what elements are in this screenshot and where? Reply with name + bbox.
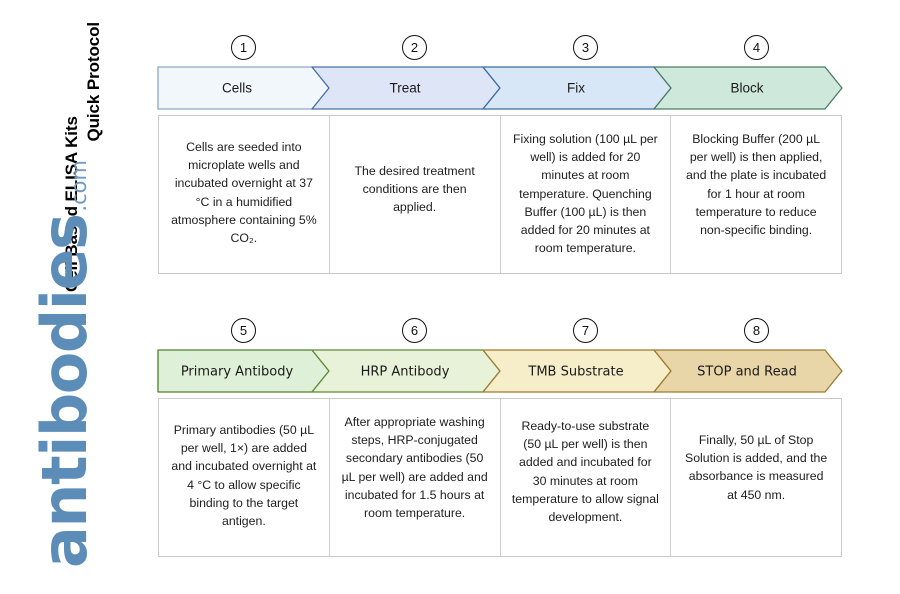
step-number-cell: 8 (671, 313, 842, 343)
step-description-cell: The desired treatment conditions are the… (330, 116, 501, 273)
arrow-label-5: Primary Antibody (181, 365, 294, 380)
step-number-badge-4: 4 (744, 35, 769, 60)
step-number-badge-1: 1 (231, 35, 256, 60)
step-number-badge-2: 2 (402, 35, 427, 60)
arrow-label-4: Block (730, 81, 763, 96)
step-description-1: Cells are seeded into microplate wells a… (171, 140, 317, 245)
description-table-2: Primary antibodies (50 µL per well, 1×) … (158, 398, 842, 557)
arrow-label-7: TMB Substrate (527, 365, 623, 380)
antibodies-logo: antibodies .com (28, 160, 120, 568)
arrow-label-3: Fix (567, 81, 585, 96)
step-description-cell: Ready-to-use substrate (50 µL per well) … (501, 399, 672, 556)
step-description-6: After appropriate washing steps, HRP-con… (341, 415, 488, 520)
step-number-cell: 4 (671, 30, 842, 60)
step-description-cell: Primary antibodies (50 µL per well, 1×) … (159, 399, 330, 556)
protocol-row-1: 1 2 3 4 Cells Treat (157, 30, 843, 274)
arrow-chevron-1[interactable]: Cells (157, 66, 330, 110)
arrow-band-1: Cells Treat Fix Block (157, 66, 843, 110)
step-number-strip-1: 1 2 3 4 (158, 30, 842, 60)
step-description-7: Ready-to-use substrate (50 µL per well) … (511, 419, 659, 524)
protocol-row-2: 5 6 7 8 Primary Antibody HRP Antibody (157, 313, 843, 557)
logo-wordmark: antibodies (28, 214, 101, 568)
logo-tld: .com (67, 160, 91, 212)
step-description-cell: Blocking Buffer (200 µL per well) is the… (671, 116, 841, 273)
step-number-cell: 6 (329, 313, 500, 343)
step-number-strip-2: 5 6 7 8 (158, 313, 842, 343)
arrow-chevron-3[interactable]: Fix (482, 66, 672, 110)
step-description-cell: Cells are seeded into microplate wells a… (159, 116, 330, 273)
step-number-cell: 7 (500, 313, 671, 343)
step-description-cell: Finally, 50 µL of Stop Solution is added… (671, 399, 841, 556)
arrow-label-1: Cells (222, 81, 252, 96)
arrow-chevron-4[interactable]: Block (653, 66, 843, 110)
step-number-badge-7: 7 (573, 318, 598, 343)
page-title-line-2: Quick Protocol (84, 22, 103, 142)
step-number-badge-6: 6 (402, 318, 427, 343)
step-number-badge-3: 3 (573, 35, 598, 60)
arrow-chevron-6[interactable]: HRP Antibody (311, 349, 501, 393)
step-description-5: Primary antibodies (50 µL per well, 1×) … (171, 423, 317, 528)
step-description-cell: After appropriate washing steps, HRP-con… (330, 399, 501, 556)
description-table-1: Cells are seeded into microplate wells a… (158, 115, 842, 274)
arrow-label-2: Treat (389, 81, 420, 96)
step-number-cell: 1 (158, 30, 329, 60)
arrow-chevron-8[interactable]: STOP and Read (653, 349, 843, 393)
step-description-cell: Fixing solution (100 µL per well) is add… (501, 116, 672, 273)
arrow-chevron-2[interactable]: Treat (311, 66, 501, 110)
arrow-chevron-5[interactable]: Primary Antibody (157, 349, 330, 393)
step-number-cell: 3 (500, 30, 671, 60)
arrow-band-2: Primary Antibody HRP Antibody TMB Substr… (157, 349, 843, 393)
step-description-4: Blocking Buffer (200 µL per well) is the… (686, 132, 827, 237)
arrow-label-6: HRP Antibody (361, 365, 450, 380)
step-description-8: Finally, 50 µL of Stop Solution is added… (685, 433, 828, 502)
step-number-badge-5: 5 (231, 318, 256, 343)
step-number-cell: 5 (158, 313, 329, 343)
step-description-3: Fixing solution (100 µL per well) is add… (513, 132, 658, 256)
step-number-badge-8: 8 (744, 318, 769, 343)
step-description-2: The desired treatment conditions are the… (354, 164, 475, 215)
arrow-label-8: STOP and Read (697, 365, 797, 380)
arrow-chevron-7[interactable]: TMB Substrate (482, 349, 672, 393)
step-number-cell: 2 (329, 30, 500, 60)
